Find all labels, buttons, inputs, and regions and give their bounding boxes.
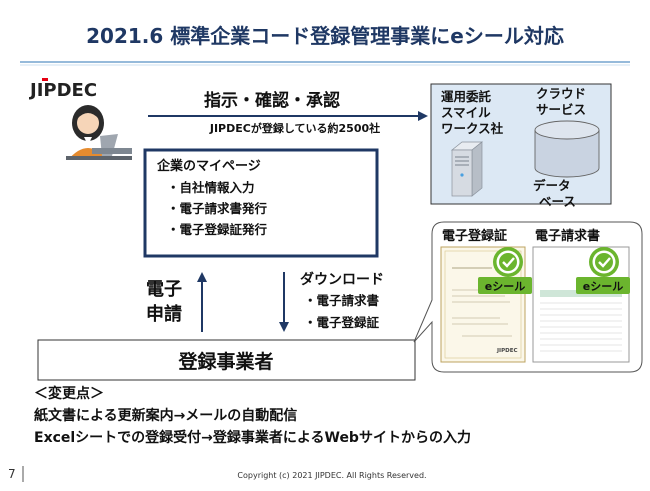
eseal-badge-icon — [478, 247, 532, 294]
instruction-label: 指示・確認・承認 — [204, 90, 340, 111]
application-label-1: 電子 — [146, 279, 182, 300]
registrant-box — [37, 339, 416, 381]
outsource-line-3: ワークス社 — [441, 121, 504, 136]
mypage-item: ・自社情報入力 — [167, 180, 255, 195]
download-title: ダウンロード — [300, 271, 384, 288]
cloud-line-1: クラウド — [536, 86, 586, 101]
server-icon — [451, 141, 483, 197]
registered-count-note: JIPDECが登録している約2500社 — [209, 121, 380, 135]
eseal-label: eシール — [583, 280, 623, 293]
download-item: ・電子登録証 — [304, 315, 380, 330]
download-item: ・電子請求書 — [304, 293, 380, 308]
slide-title: 2021.6 標準企業コード登録管理事業にeシール対応 — [86, 24, 564, 48]
certificate-mini-logo: JIPDEC — [496, 348, 517, 354]
outsource-line-1: 運用委託 — [441, 89, 492, 104]
cloud-line-2: サービス — [536, 102, 586, 117]
database-label-1: データ — [533, 178, 571, 193]
mypage-box — [143, 148, 379, 258]
page-number: 7 — [8, 467, 16, 481]
changes-item: 紙文書による更新案内→メールの自動配信 — [34, 407, 297, 424]
changes-item: Excelシートでの登録受付→登録事業者によるWebサイトからの入力 — [34, 429, 471, 446]
operator-illustration-icon — [66, 105, 132, 160]
outsource-line-2: スマイル — [441, 105, 491, 120]
mypage-title: 企業のマイページ — [156, 158, 261, 174]
database-icon — [534, 120, 600, 178]
invoice-title: 電子請求書 — [535, 228, 600, 244]
application-label-2: 申請 — [146, 303, 182, 325]
jipdec-logo-accent — [42, 78, 48, 81]
changes-heading: ＜変更点＞ — [34, 385, 104, 402]
jipdec-logo: JIPDEC — [28, 78, 97, 101]
eseal-badge-icon — [576, 247, 630, 294]
jipdec-logo-text: JIPDEC — [28, 80, 97, 101]
eseal-label: eシール — [485, 280, 525, 293]
registrant-label: 登録事業者 — [177, 350, 273, 373]
database-label-2: ベース — [539, 194, 576, 209]
cert-title: 電子登録証 — [442, 228, 507, 244]
copyright: Copyright (c) 2021 JIPDEC. All Rights Re… — [237, 471, 426, 480]
mypage-item: ・電子請求書発行 — [167, 201, 268, 216]
mypage-item: ・電子登録証発行 — [167, 222, 268, 237]
